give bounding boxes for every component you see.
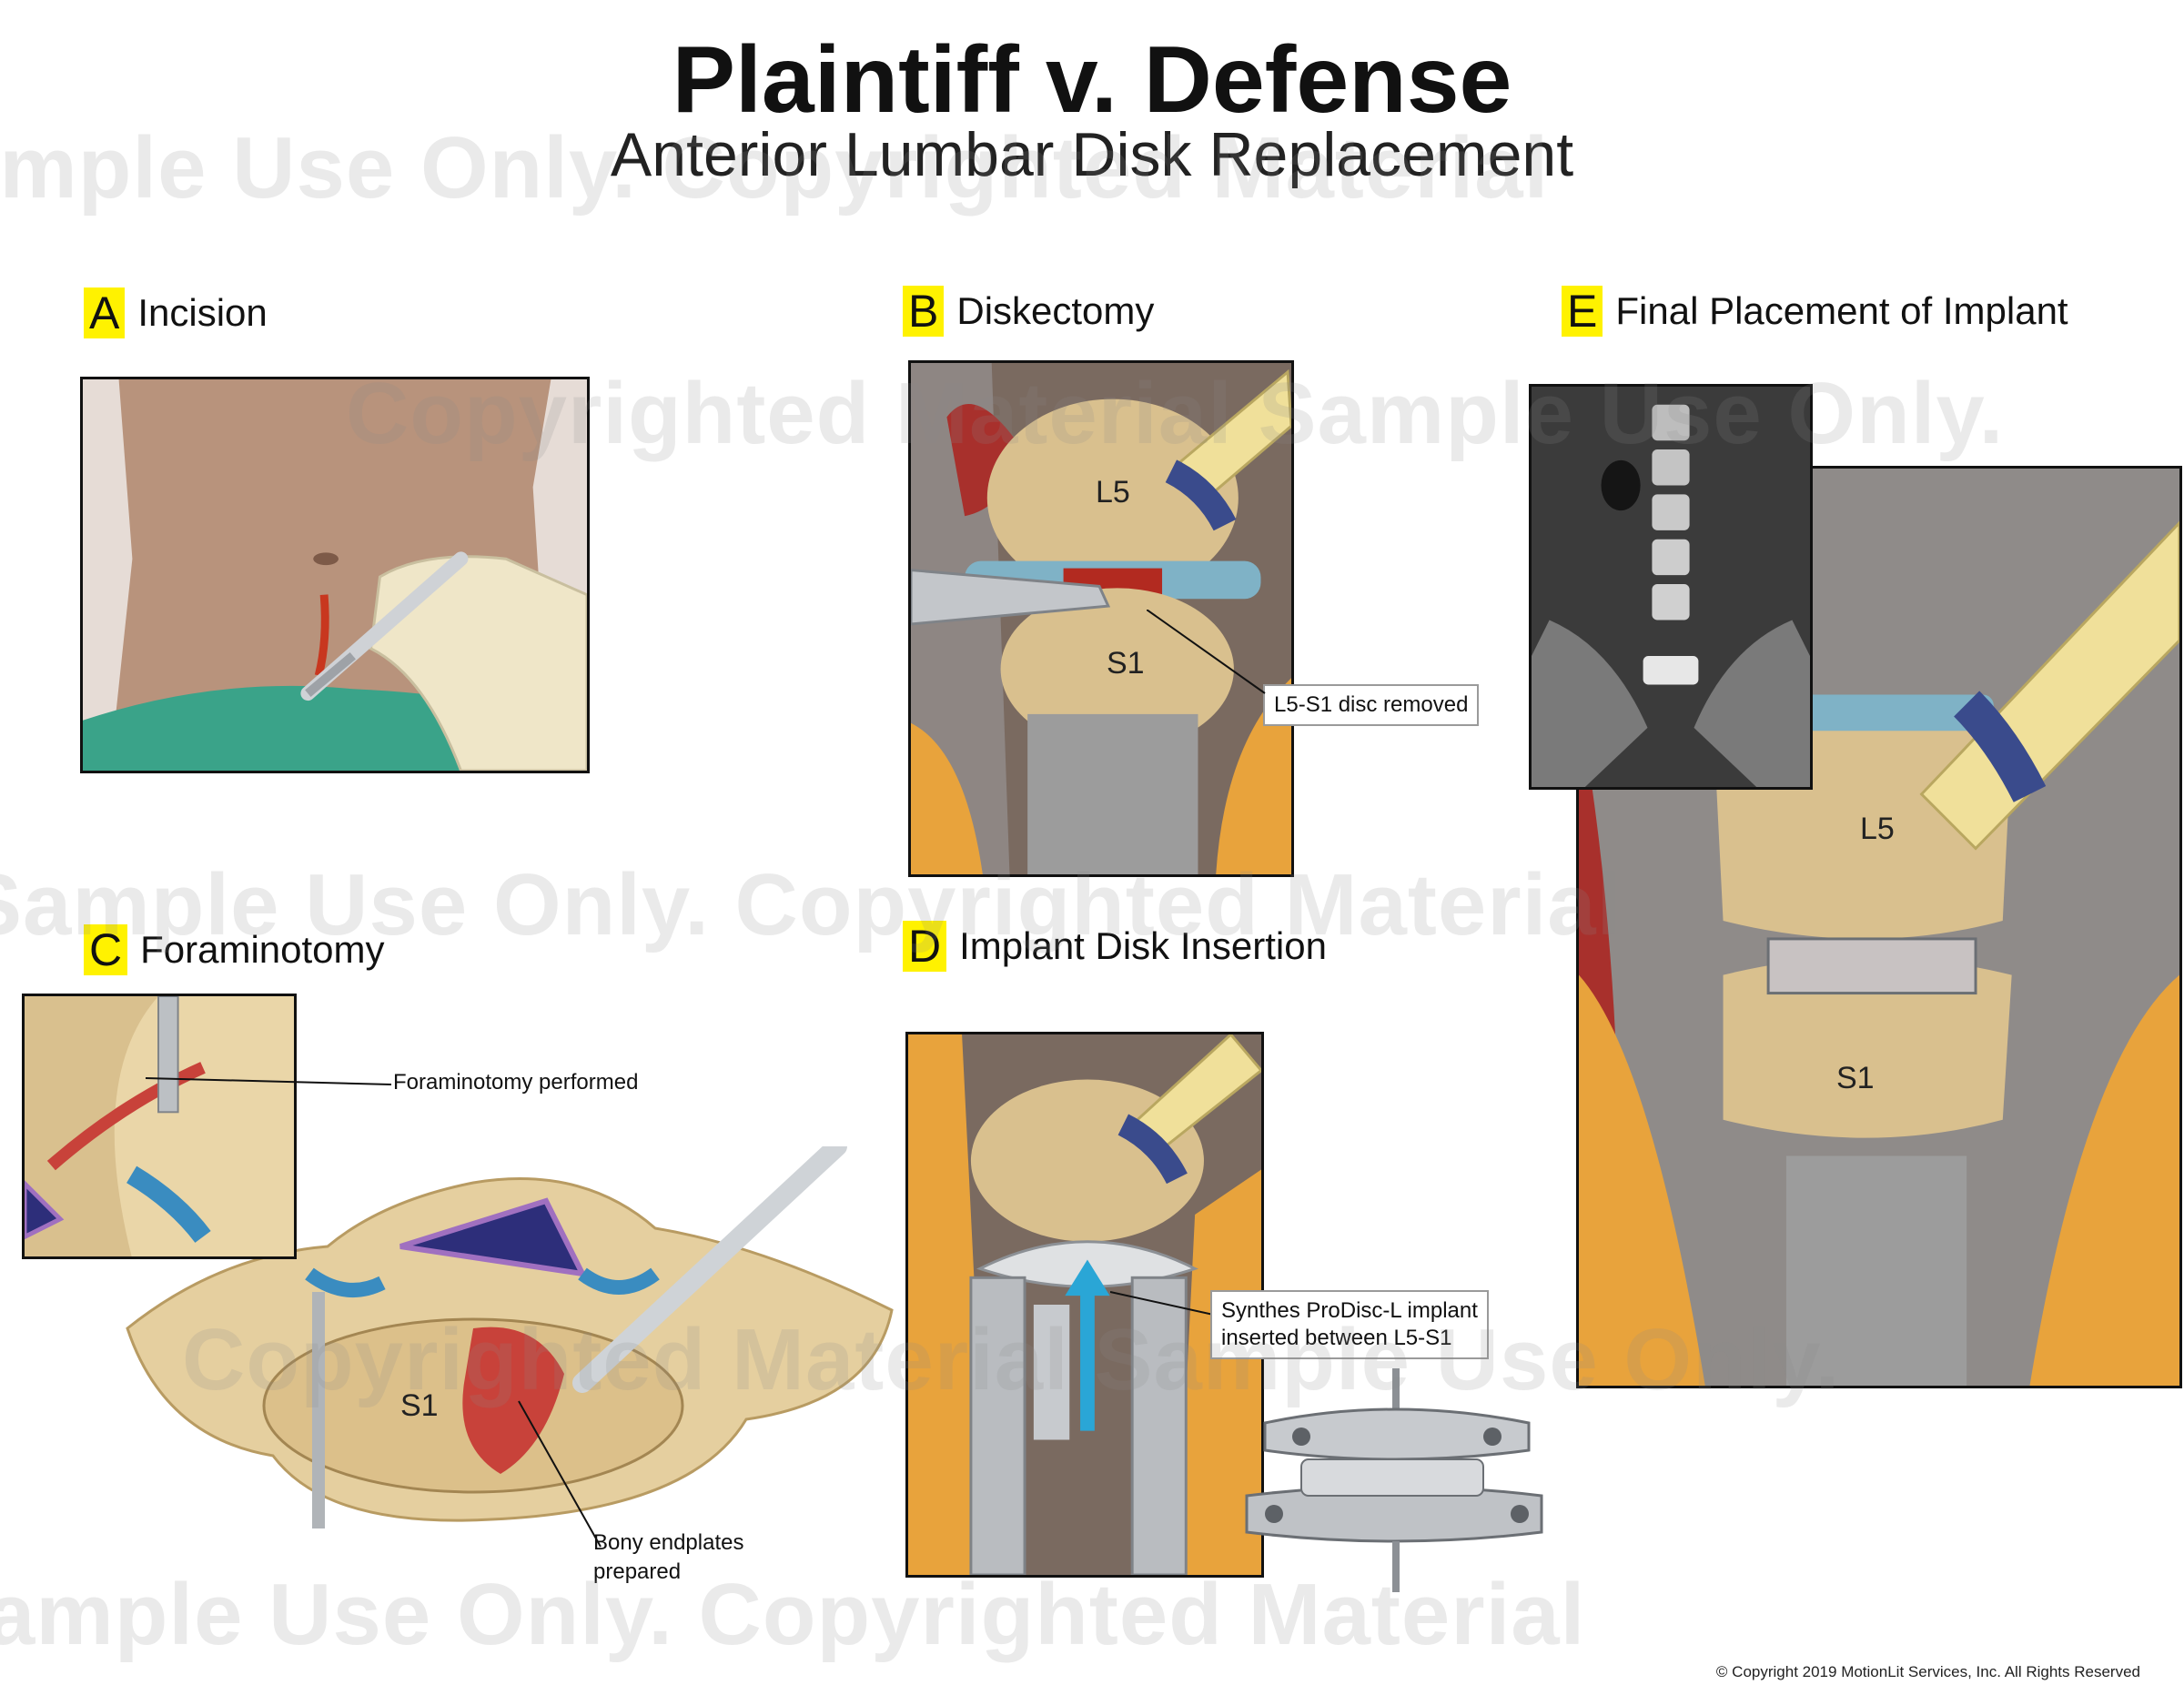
implant-in-place (1766, 937, 1977, 995)
inset-canal (25, 1180, 65, 1240)
page-title: Plaintiff v. Defense (672, 27, 1512, 133)
panel-b-heading: B Diskectomy (903, 286, 1154, 337)
xray-inset (1529, 384, 1813, 790)
panel-b-vertebra-bottom: S1 (1107, 646, 1145, 681)
panel-d-heading: D Implant Disk Insertion (903, 921, 1327, 972)
copyright-notice: © Copyright 2019 MotionLit Services, Inc… (1715, 1663, 2140, 1680)
nerve-blue-right (578, 1267, 660, 1295)
panel-d-callout: Synthes ProDisc-L implant inserted betwe… (1210, 1290, 1489, 1359)
inserter-arm-right (1130, 1276, 1188, 1575)
gloved-hand (369, 555, 587, 771)
vertebra-l5-shape (986, 399, 1239, 598)
nerve-root-red (46, 1062, 206, 1171)
fat-tissue-left (1579, 974, 1705, 1386)
panel-d-label: Implant Disk Insertion (959, 924, 1327, 967)
panel-e-vertebra-bottom: S1 (1836, 1061, 1875, 1095)
panel-e-vertebra-top: L5 (1860, 812, 1895, 846)
panel-c-callout-top: Foraminotomy performed (393, 1070, 639, 1095)
panel-d-letter: D (903, 921, 947, 972)
panel-e-heading: E Final Placement of Implant (1562, 286, 2068, 337)
vertebra-s1-shape (1723, 956, 2012, 1138)
vertebra-s1-shape (1000, 588, 1234, 751)
ligament-blue (126, 1165, 211, 1244)
incision-line (314, 594, 329, 677)
page-subtitle: Anterior Lumbar Disk Replacement (610, 120, 1574, 189)
navel-shape (313, 552, 339, 566)
xray-image (1532, 387, 1810, 787)
panel-d-illustration (905, 1032, 1264, 1578)
panel-b-illustration (908, 360, 1294, 877)
panel-c-heading: C Foraminotomy (84, 924, 385, 975)
inserter-arm-left (969, 1276, 1026, 1575)
spinal-canal (399, 1197, 588, 1277)
disc-above (1777, 694, 1994, 731)
panel-a-letter: A (84, 288, 126, 338)
insertion-arrow-head (1065, 1259, 1110, 1296)
retractor-blade-bottom (1027, 713, 1198, 874)
fat-tissue-right (1216, 678, 1291, 874)
prodisc-implant-model (1245, 1368, 1543, 1592)
nerve-blue-left (305, 1267, 386, 1297)
panel-c-callout-bottom-line1: Bony endplates (593, 1530, 744, 1555)
vessel-blue (1953, 691, 2047, 802)
scalpel-blade (305, 651, 356, 697)
prepared-endplate-area (462, 1327, 564, 1474)
xray-implant (1643, 655, 1699, 685)
panel-d-callout-line1: Synthes ProDisc-L implant (1221, 1298, 1478, 1323)
inserter-guide (1033, 1305, 1070, 1440)
implant-insertion-illustration (908, 1034, 1261, 1575)
inset-instrument (157, 996, 179, 1114)
foraminotomy-inset-illustration (25, 996, 294, 1256)
diskectomy-illustration (911, 363, 1291, 874)
panel-a-illustration (80, 377, 590, 773)
vessel-blue (1165, 459, 1237, 531)
panel-b-leader (1147, 610, 1266, 694)
panel-e-letter: E (1562, 286, 1603, 337)
panel-c-callout-bottom-line2: prepared (593, 1559, 682, 1584)
fat-tissue-right (2029, 974, 2179, 1386)
sacrum-cross-section (126, 1146, 894, 1528)
callout-leader-bottom (518, 1400, 602, 1548)
rongeur-instrument (911, 569, 1111, 626)
retractor-handle (1919, 520, 2179, 851)
panel-a-heading: A Incision (84, 288, 268, 338)
panel-a-label: Incision (137, 291, 268, 334)
panel-e-label: Final Placement of Implant (1615, 289, 2068, 332)
panel-c-inset (22, 994, 297, 1259)
curette-instrument (572, 1146, 847, 1393)
panel-c-callout-bottom: Bony endplates prepared (593, 1528, 743, 1587)
callout-leader-top (145, 1077, 392, 1085)
panel-c-label: Foraminotomy (140, 928, 385, 971)
fat-tissue-left (908, 1034, 989, 1575)
panel-d-callout-line2: inserted between L5-S1 (1221, 1326, 1452, 1350)
incision-illustration (83, 379, 587, 771)
fat-tissue-left (911, 722, 983, 874)
panel-b-callout: L5-S1 disc removed (1263, 684, 1480, 726)
retractor-blade-bottom (1785, 1155, 1967, 1386)
panel-c-vertebra: S1 (400, 1388, 439, 1423)
panel-b-letter: B (903, 286, 945, 337)
vessel-blue (1117, 1114, 1188, 1185)
panel-c-letter: C (84, 924, 128, 975)
fat-tissue-right (1177, 1169, 1261, 1575)
panel-b-label: Diskectomy (956, 289, 1155, 332)
panel-b-vertebra-top: L5 (1096, 475, 1130, 509)
